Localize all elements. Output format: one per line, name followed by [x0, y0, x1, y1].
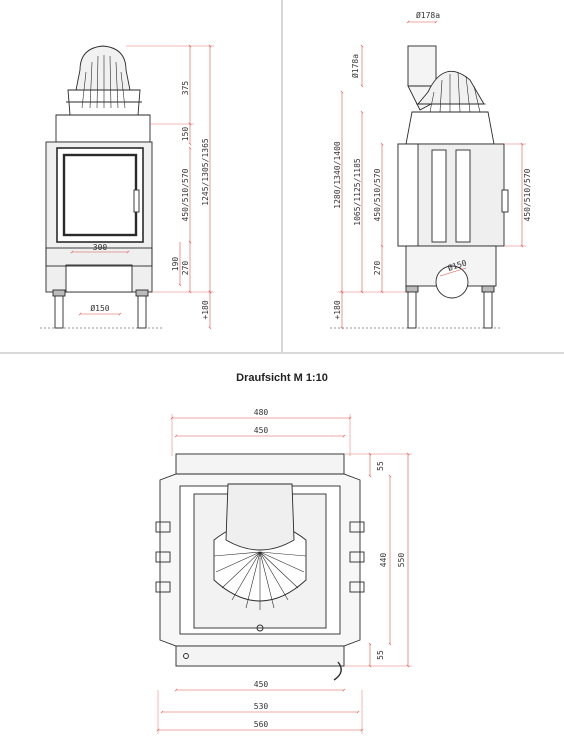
dim-plan-bottom-outer: 560 [254, 720, 269, 729]
plan-top-plate [175, 453, 345, 475]
plan-fan-ribs [213, 551, 307, 610]
side-hood [405, 111, 495, 145]
dim-front-duct-diameter: Ø150 [90, 303, 109, 313]
dim-plan-top-outer: 480 [254, 408, 269, 417]
front-leg-left [54, 291, 64, 329]
front-dome [75, 45, 131, 91]
side-front-panel [397, 143, 419, 247]
dim-front-leg-height: +180 [201, 300, 210, 319]
plan-tab-right-top [349, 521, 365, 533]
dim-front-top-height: 375 [181, 81, 190, 96]
plan-tab-left-mid [155, 551, 171, 563]
side-slot-right [455, 149, 471, 243]
dim-front-frame-gap: 150 [181, 127, 190, 142]
side-view [330, 45, 509, 329]
plan-flue-duct [225, 483, 295, 551]
plan-handle [333, 661, 342, 681]
dim-plan-bottom-mid: 530 [254, 702, 269, 711]
dim-plan-right-top: 55 [376, 461, 385, 471]
plan-bottom-plate [175, 645, 345, 667]
front-dimension-lines [70, 44, 214, 330]
front-leg-right [137, 291, 147, 329]
plan-dimension-lines [156, 414, 412, 734]
side-dome [417, 70, 485, 105]
side-dome-ribs [416, 71, 486, 113]
dim-side-flue-side: Ø178a [350, 54, 360, 78]
front-ash-box [65, 264, 133, 293]
side-slot-left [431, 149, 447, 243]
plan-view [155, 453, 365, 681]
dim-side-door-height: 450/510/570 [373, 168, 382, 221]
dim-front-base-height: 270 [181, 261, 190, 276]
side-flue-pipe [407, 45, 437, 87]
plan-tab-right-mid [349, 551, 365, 563]
plan-tab-left-low [155, 581, 171, 593]
dim-front-floor-gap: 190 [171, 257, 180, 272]
dim-plan-right-mid: 440 [379, 553, 388, 568]
dim-plan-right-total: 550 [397, 553, 406, 568]
dim-side-base-height: 270 [373, 261, 382, 276]
dim-plan-top-inner: 450 [254, 426, 269, 435]
dim-side-mid-height: 1065/1125/1185 [353, 158, 362, 226]
dim-side-leg-height: +180 [333, 300, 342, 319]
plan-dimension-labels: 480 450 55 440 550 55 450 530 560 [254, 408, 406, 729]
front-view [40, 45, 162, 329]
side-handle [501, 189, 509, 213]
plan-tab-right-low [349, 581, 365, 593]
plan-tab-left-top [155, 521, 171, 533]
dim-side-flue-top: Ø178a [416, 10, 440, 20]
side-air-inlet [435, 265, 469, 299]
dim-plan-bottom-inner: 450 [254, 680, 269, 689]
front-door-handle [133, 189, 140, 213]
dim-front-door-width: 300 [93, 243, 108, 252]
front-body-top [55, 114, 151, 143]
front-door-frame [56, 147, 144, 243]
plan-title: Draufsicht M 1:10 [236, 372, 328, 384]
dim-side-total-height: 1280/1340/1400 [333, 141, 342, 209]
dim-front-total-height: 1245/1305/1365 [201, 138, 210, 206]
plan-bolt [256, 624, 264, 632]
dim-side-right-height: 450/510/570 [523, 168, 532, 221]
dim-plan-right-bottom: 55 [376, 650, 385, 660]
dim-front-door-height: 450/510/570 [181, 168, 190, 221]
side-dimension-lines [338, 20, 526, 330]
front-dimension-labels: 375 150 450/510/570 1245/1305/1365 190 2… [90, 81, 210, 320]
